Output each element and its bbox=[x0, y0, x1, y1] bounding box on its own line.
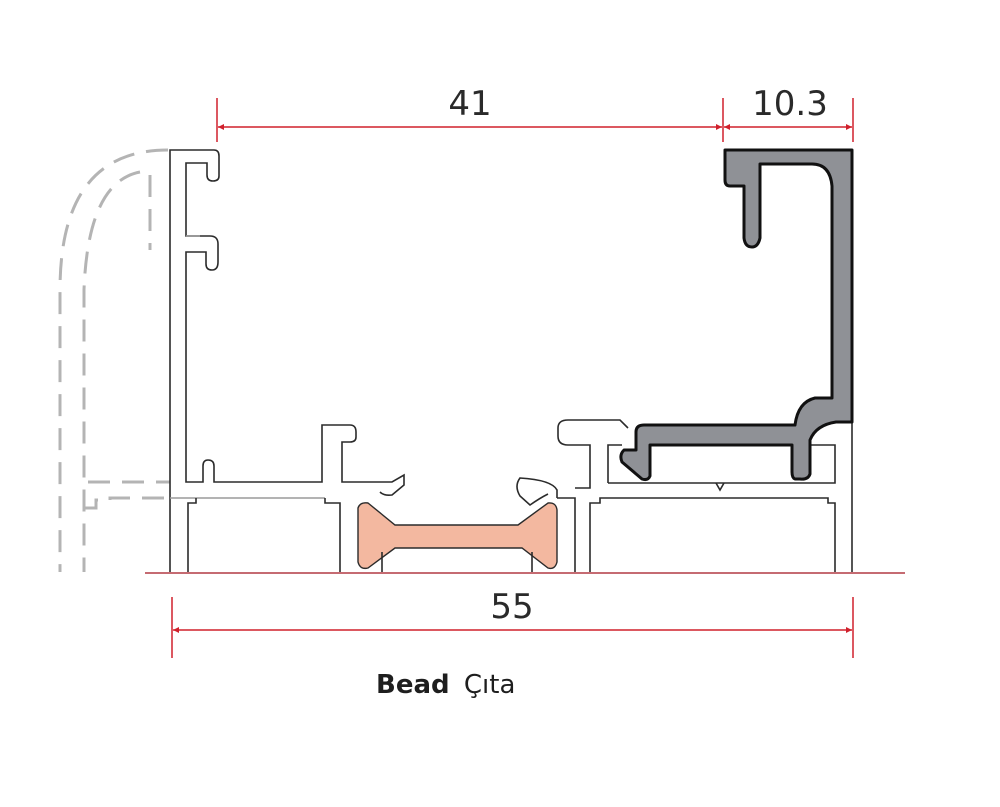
dimension-10-3-label: 10.3 bbox=[752, 84, 828, 124]
gasket-bridge bbox=[357, 502, 558, 570]
hidden-sash-outline bbox=[58, 148, 170, 572]
caption-english: Bead bbox=[376, 670, 450, 700]
glazing-bead-profile bbox=[619, 148, 854, 482]
dimension-10-3: 10.3 bbox=[724, 84, 854, 142]
dimension-41-label: 41 bbox=[448, 84, 491, 124]
left-frame-profile bbox=[169, 149, 405, 572]
dimension-55-label: 55 bbox=[490, 587, 533, 627]
gasket-legs bbox=[381, 552, 533, 572]
caption-turkish: Çıta bbox=[464, 670, 516, 700]
dimension-41: 41 bbox=[216, 84, 724, 142]
dimension-55: 55 bbox=[171, 587, 854, 658]
caption: Bead Çıta bbox=[376, 670, 515, 700]
